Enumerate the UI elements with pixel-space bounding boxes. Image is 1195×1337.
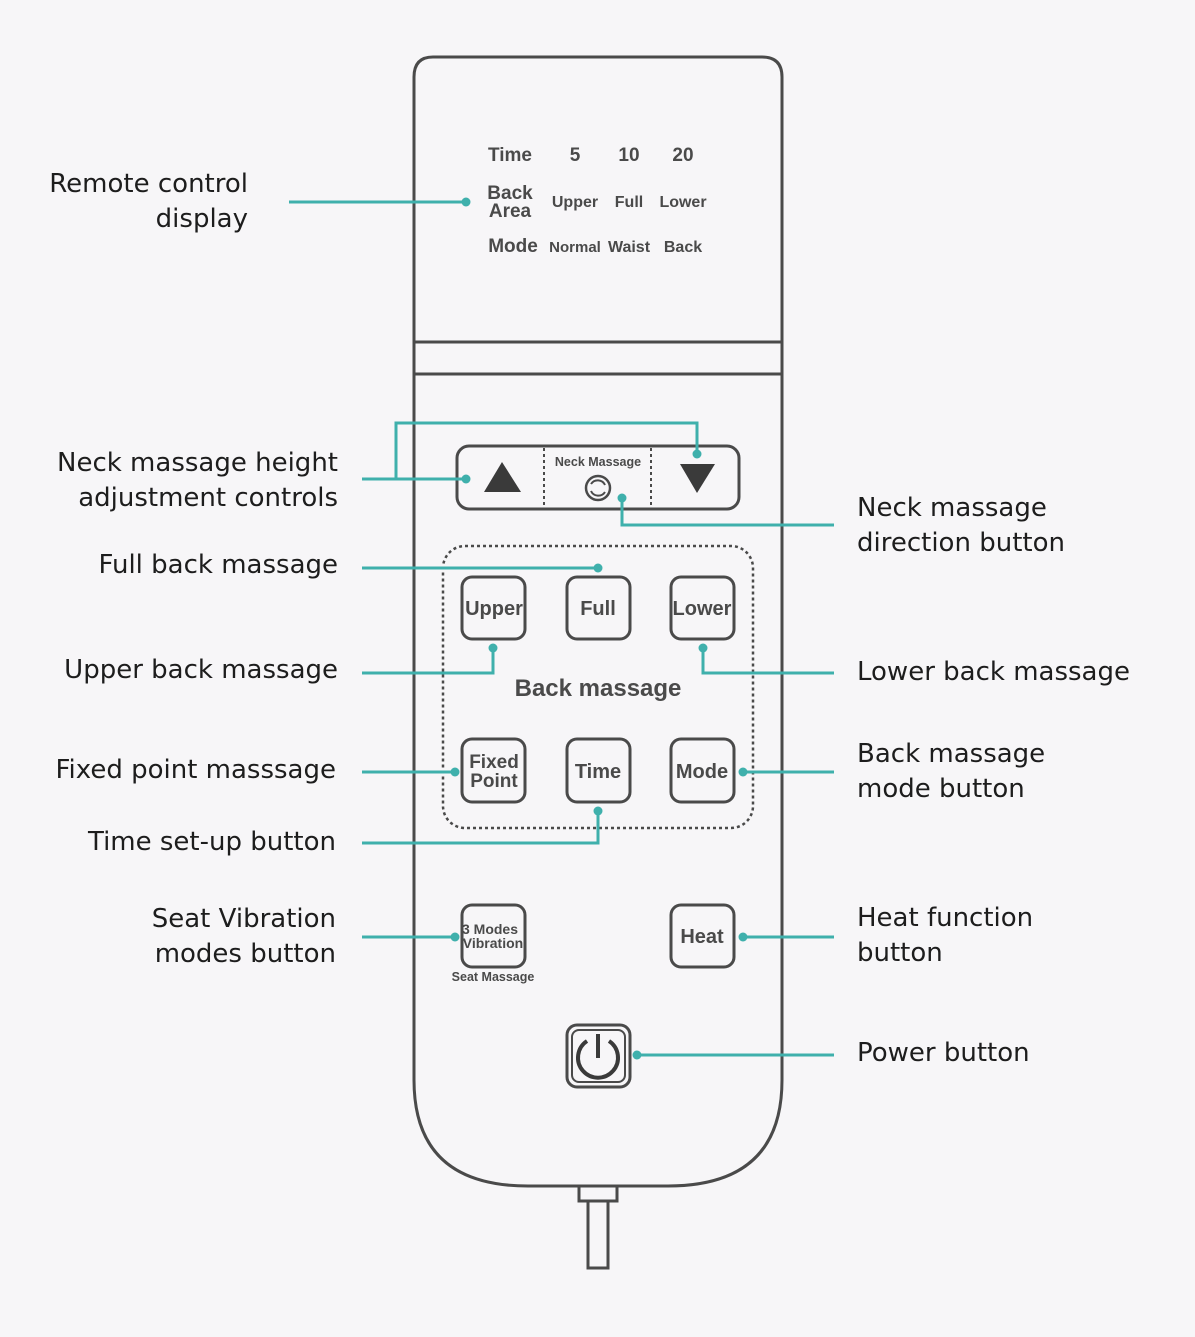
seat-massage-label: Seat Massage: [452, 970, 535, 984]
display-time-10: 10: [618, 145, 639, 166]
neck-massage-control: Neck Massage: [455, 444, 741, 511]
fixed-point-button[interactable]: Fixed Point: [460, 737, 527, 804]
callout-seat-vibration: Seat Vibration modes button: [151, 904, 336, 969]
leader-time-setup: [362, 811, 600, 845]
callout-power: Power button: [857, 1038, 1030, 1068]
display-area-label: Area: [489, 201, 532, 222]
svg-text:Lower: Lower: [673, 598, 732, 620]
callout-neck-height: Neck massage height adjustment controls: [57, 448, 338, 513]
full-button[interactable]: Full: [565, 575, 632, 641]
lower-button[interactable]: Lower: [669, 575, 736, 641]
power-cable: [577, 1181, 619, 1270]
svg-text:3 Modes: 3 Modes: [462, 921, 518, 937]
callout-upper-back: Upper back massage: [64, 655, 338, 685]
mode-button[interactable]: Mode: [669, 737, 736, 804]
display-time-label: Time: [488, 145, 532, 166]
display-mode-normal: Normal: [549, 239, 601, 256]
svg-text:Heat: Heat: [680, 926, 724, 948]
svg-text:Mode: Mode: [676, 761, 728, 783]
display-area-upper: Upper: [552, 194, 598, 211]
vibration-button[interactable]: 3 Modes Vibration: [460, 903, 527, 969]
svg-text:Time: Time: [575, 761, 621, 783]
display-time-20: 20: [672, 145, 693, 166]
leader-lower-back: [701, 648, 834, 675]
svg-text:Point: Point: [470, 771, 518, 792]
triangle-down-icon[interactable]: [652, 448, 737, 507]
display-mode-label: Mode: [488, 236, 538, 257]
heat-button[interactable]: Heat: [669, 903, 736, 969]
leader-dots: [450, 197, 748, 1060]
remote-display: Time 5 10 20 Back Area Upper Full Lower …: [487, 145, 706, 257]
callout-full-back: Full back massage: [98, 550, 338, 580]
display-mode-back: Back: [664, 239, 702, 256]
display-area-lower: Lower: [659, 194, 706, 211]
callout-lower-back: Lower back massage: [857, 657, 1130, 687]
neck-massage-label: Neck Massage: [555, 455, 641, 469]
callout-back-mode: Back massage mode button: [857, 739, 1046, 804]
back-massage-label: Back massage: [515, 675, 682, 702]
display-time-5: 5: [570, 145, 581, 166]
triangle-up-icon[interactable]: [459, 448, 543, 507]
leader-neck-height: [362, 421, 699, 481]
svg-text:Full: Full: [580, 598, 616, 620]
leader-neck-direction: [620, 498, 834, 527]
callout-heat: Heat function button: [857, 903, 1034, 968]
svg-text:Vibration: Vibration: [463, 935, 523, 951]
callout-remote-display: Remote control display: [49, 169, 248, 234]
back-massage-group: [441, 544, 755, 830]
rotation-icon[interactable]: [584, 474, 612, 502]
display-area-full: Full: [615, 194, 643, 211]
leader-lines: [289, 200, 834, 1057]
callout-neck-direction: Neck massage direction button: [857, 493, 1065, 558]
upper-button[interactable]: Upper: [460, 575, 527, 641]
power-button[interactable]: [565, 1023, 632, 1089]
display-mode-waist: Waist: [608, 239, 651, 256]
leader-upper-back: [362, 648, 495, 675]
svg-text:Upper: Upper: [465, 598, 523, 620]
power-icon: [576, 1034, 620, 1080]
display-back-label: Back: [487, 183, 533, 204]
time-button[interactable]: Time: [565, 737, 632, 804]
callout-time-setup: Time set-up button: [87, 827, 336, 857]
svg-text:Fixed: Fixed: [469, 752, 519, 773]
callout-fixed-point: Fixed point masssage: [55, 755, 336, 785]
